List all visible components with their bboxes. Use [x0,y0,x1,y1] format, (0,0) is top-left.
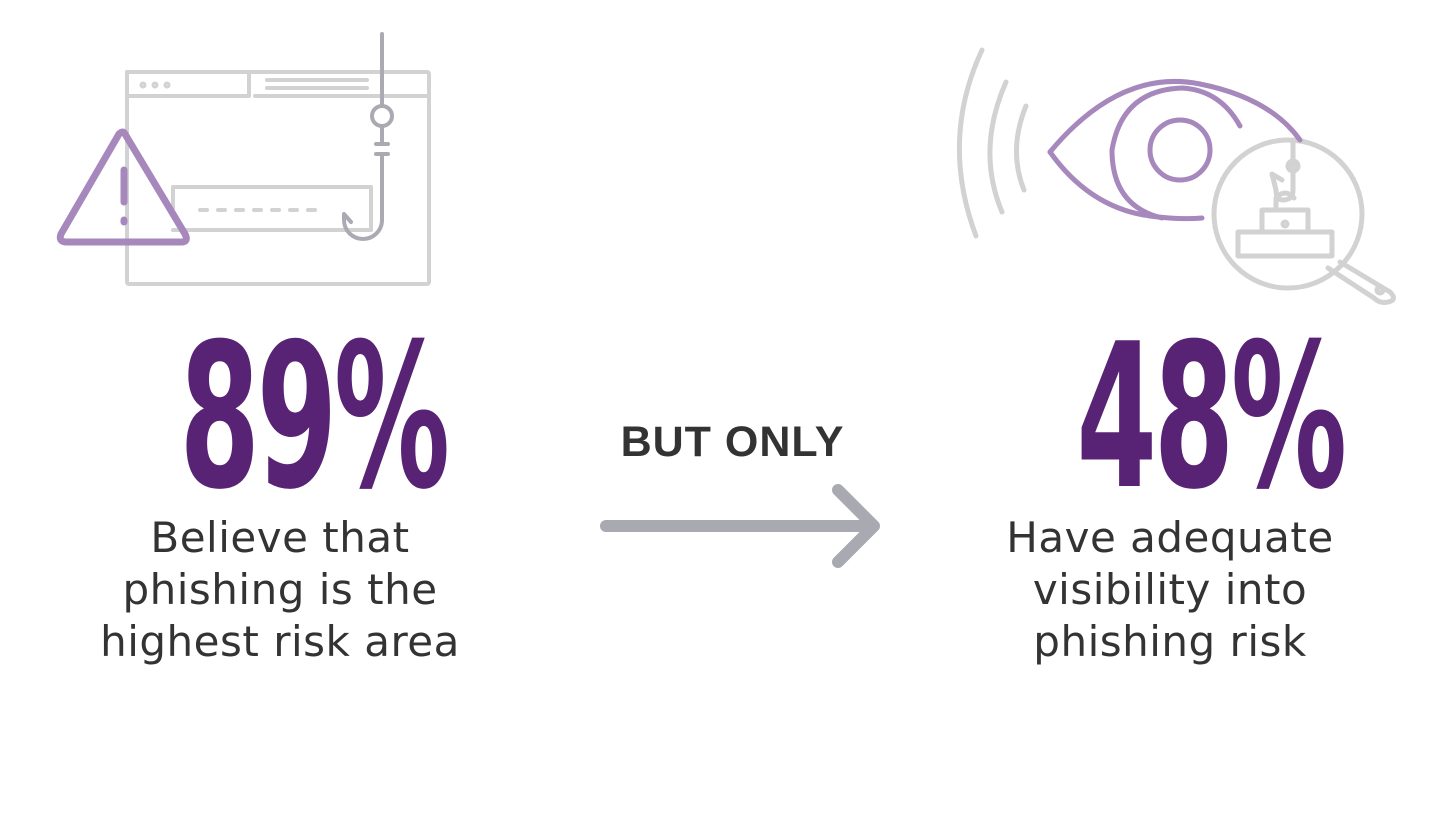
left-caption-line: phishing is the [122,565,438,614]
phishing-hook-browser-warning-icon [56,32,431,286]
right-stat-value: 48% [1076,301,1347,534]
left-stat-caption: Believe that phishing is the highest ris… [70,512,490,668]
eye-magnifier-phishing-icon [956,47,1396,305]
right-caption-line: Have adequate [1006,513,1334,562]
right-caption-line: visibility into [1032,565,1308,614]
arrow-right-icon [600,484,880,568]
left-caption-line: Believe that [150,513,410,562]
right-caption-line: phishing risk [1033,617,1307,666]
right-stat-caption: Have adequate visibility into phishing r… [960,512,1380,668]
left-caption-line: highest risk area [100,617,460,666]
connector-label: BUT ONLY [620,418,845,466]
left-stat-value: 89% [179,301,450,534]
